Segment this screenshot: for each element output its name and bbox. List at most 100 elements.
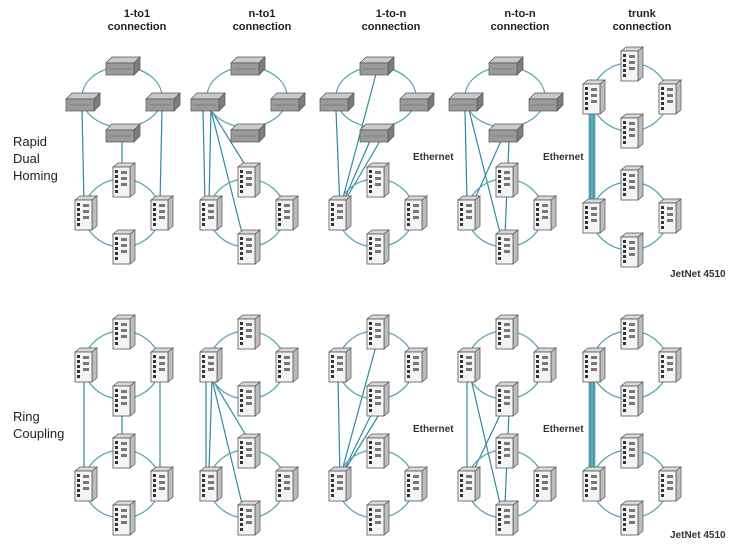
switch-icon — [366, 433, 390, 469]
switch-icon — [620, 433, 644, 469]
router-icon — [105, 56, 141, 76]
switch-icon — [366, 381, 390, 417]
switch-icon — [150, 347, 174, 383]
switch-icon — [582, 198, 606, 234]
switch-icon — [237, 500, 261, 536]
router-icon — [488, 56, 524, 76]
switch-icon — [74, 195, 98, 231]
column-title-line1: 1-to1 — [123, 8, 151, 20]
switch-icon — [328, 347, 352, 383]
router-icon — [399, 92, 435, 112]
connection-line — [211, 378, 244, 509]
switch-icon — [112, 162, 136, 198]
row-label-line2: Coupling — [13, 426, 65, 441]
switch-icon — [199, 195, 223, 231]
switch-icon — [533, 195, 557, 231]
connection-line — [335, 109, 341, 210]
column-title-line2: connection — [107, 21, 167, 33]
ethernet-label: Ethernet — [543, 152, 584, 163]
row-label-line3: Homing — [13, 168, 58, 183]
switch-icon — [582, 347, 606, 383]
switch-icon — [150, 195, 174, 231]
switch-icon — [495, 162, 519, 198]
switch-icon — [658, 198, 682, 234]
connection-line — [470, 412, 502, 477]
switch-icon — [620, 314, 644, 350]
column-title-line1: n-to-n — [504, 8, 536, 20]
switch-icon — [457, 195, 481, 231]
switch-icon — [112, 381, 136, 417]
switch-icon — [112, 433, 136, 469]
switch-icon — [275, 347, 299, 383]
column-title-n-to-n: n-to-n connection — [465, 8, 575, 34]
switch-icon — [620, 381, 644, 417]
switch-icon — [533, 466, 557, 502]
connection-line — [210, 109, 248, 169]
switch-icon — [457, 466, 481, 502]
column-title-line1: n-to1 — [248, 8, 276, 20]
node-layer — [65, 46, 682, 536]
switch-icon — [404, 195, 428, 231]
row-label-ring-coupling: Ring Coupling — [13, 408, 64, 442]
row-label-rapid-dual-homing: Rapid Dual Homing — [13, 133, 58, 184]
switch-icon — [658, 347, 682, 383]
column-title-line1: trunk — [628, 8, 656, 20]
device-model-label: JetNet 4510 — [670, 530, 726, 541]
router-icon — [105, 123, 141, 143]
switch-icon — [620, 165, 644, 201]
switch-icon — [275, 195, 299, 231]
connection-line — [208, 378, 213, 471]
router-icon — [359, 56, 395, 76]
switch-icon — [495, 229, 519, 265]
connection-line — [339, 345, 377, 479]
connection-line — [210, 109, 244, 238]
switch-icon — [366, 500, 390, 536]
column-title-line1: 1-to-n — [375, 8, 407, 20]
column-title-n-to-1: n-to1 connection — [207, 8, 317, 34]
connection-line — [81, 109, 85, 204]
column-title-line2: connection — [361, 21, 421, 33]
switch-icon — [620, 500, 644, 536]
switch-icon — [404, 466, 428, 502]
column-title-line2: connection — [490, 21, 550, 33]
switch-icon — [275, 466, 299, 502]
switch-icon — [658, 79, 682, 115]
switch-icon — [404, 347, 428, 383]
switch-icon — [237, 229, 261, 265]
row-label-line2: Dual — [13, 151, 40, 166]
router-icon — [230, 123, 266, 143]
switch-icon — [658, 466, 682, 502]
switch-icon — [112, 314, 136, 350]
switch-icon — [237, 162, 261, 198]
connection-line — [337, 378, 341, 479]
switch-icon — [199, 466, 223, 502]
switch-icon — [366, 162, 390, 198]
switch-icon — [495, 433, 519, 469]
connection-line — [202, 109, 206, 204]
switch-icon — [495, 500, 519, 536]
device-model-label: JetNet 4510 — [670, 269, 726, 280]
switch-icon — [150, 466, 174, 502]
switch-icon — [328, 466, 352, 502]
connection-line — [159, 109, 163, 204]
switch-icon — [237, 433, 261, 469]
switch-icon — [74, 347, 98, 383]
switch-icon — [495, 314, 519, 350]
ethernet-label: Ethernet — [413, 424, 454, 435]
column-title-trunk: trunk connection — [587, 8, 697, 34]
router-icon — [359, 123, 395, 143]
switch-icon — [366, 229, 390, 265]
switch-icon — [112, 500, 136, 536]
router-icon — [488, 123, 524, 143]
column-title-line2: connection — [232, 21, 292, 33]
switch-icon — [457, 347, 481, 383]
switch-icon — [237, 381, 261, 417]
switch-icon — [366, 314, 390, 350]
column-title-line2: connection — [612, 21, 672, 33]
router-icon — [528, 92, 564, 112]
switch-icon — [199, 347, 223, 383]
switch-icon — [328, 195, 352, 231]
row-label-line1: Rapid — [13, 134, 47, 149]
